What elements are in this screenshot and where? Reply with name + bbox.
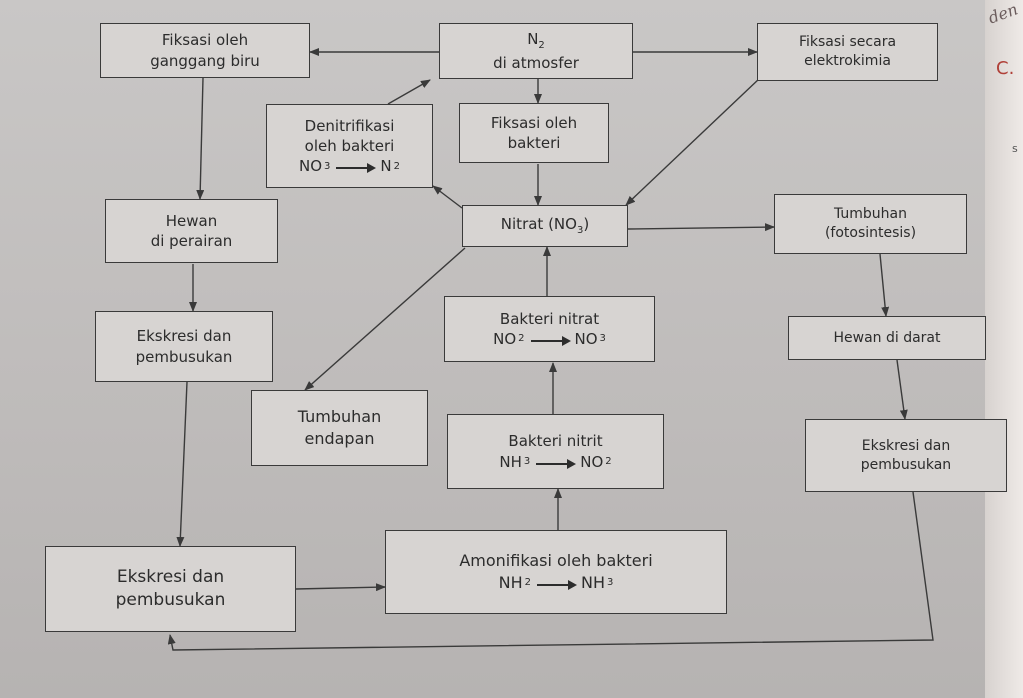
arrow-hewan-darat-to-ekskresi <box>896 359 908 420</box>
arrow-nitrat-to-endapan <box>304 247 466 391</box>
ekskresi-bawah-line2: pembusukan <box>115 590 226 610</box>
bakteri-nitrat-line1: Bakteri nitrat <box>499 309 600 328</box>
arrow-denitrifikasi-to-n2 <box>387 79 431 105</box>
n2-symbol: N <box>527 30 539 49</box>
arrow-ganggang-to-hewan <box>196 77 205 200</box>
reaction-arrow <box>536 458 577 469</box>
elektrokimia-line1: Fiksasi secara <box>798 34 897 51</box>
edge-small-text: s <box>1012 142 1018 155</box>
ganggang-line2: ganggang biru <box>150 51 260 70</box>
ekskresi-bawah-line1: Ekskresi dan <box>116 567 225 588</box>
box-ekskresi-kanan: Ekskresi dan pembusukan <box>805 419 1007 492</box>
denitrifikasi-line1: Denitrifikasi <box>304 116 395 135</box>
ganggang-line1: Fiksasi oleh <box>161 31 249 50</box>
hewan-perairan-line2: di perairan <box>150 232 233 250</box>
arrow-elektrokimia-to-nitrat <box>625 77 761 206</box>
box-ekskresi-kiri: Ekskresi dan pembusukan <box>95 311 273 382</box>
tumbuhan-line1: Tumbuhan <box>833 206 908 223</box>
reaction-arrow <box>537 579 577 590</box>
box-tumbuhan-endapan: Tumbuhan endapan <box>251 390 428 466</box>
hewan-perairan-line1: Hewan <box>165 211 218 230</box>
arrow-ekskresi-to-ekskresi-bawah <box>176 381 188 547</box>
reaction-arrow <box>336 163 377 174</box>
arrow-return-loop <box>167 491 934 651</box>
endapan-line1: Tumbuhan <box>297 407 382 427</box>
fiksasi-bakteri-line1: Fiksasi oleh <box>490 113 578 132</box>
arrow-tumbuhan-to-hewan-darat <box>879 253 890 317</box>
bakteri-nitrit-line1: Bakteri nitrit <box>508 432 603 451</box>
box-n2-atmosfer: N2 di atmosfer <box>439 23 633 79</box>
hewan-darat-label: Hewan di darat <box>833 329 941 346</box>
box-fiksasi-bakteri: Fiksasi oleh bakteri <box>459 103 609 163</box>
tumbuhan-line2: (fotosintesis) <box>824 225 917 241</box>
ekskresi-kiri-line2: pembusukan <box>135 347 233 366</box>
arrow-nitrat-to-tumbuhan <box>627 223 775 232</box>
box-ekskresi-bawah: Ekskresi dan pembusukan <box>45 546 296 632</box>
box-nitrat: Nitrat (NO3) <box>462 205 628 247</box>
n2-label: di atmosfer <box>493 53 579 72</box>
ekskresi-kiri-line1: Ekskresi dan <box>136 327 232 346</box>
next-page-edge <box>985 0 1023 698</box>
fiksasi-bakteri-line2: bakteri <box>507 134 561 152</box>
ekskresi-kanan-line1: Ekskresi dan <box>861 437 951 454</box>
box-tumbuhan-fotosintesis: Tumbuhan (fotosintesis) <box>774 194 967 254</box>
n2-subscript: 2 <box>538 40 545 52</box>
reaction-arrow <box>530 336 571 347</box>
edge-letter: C. <box>996 58 1015 79</box>
endapan-line2: endapan <box>304 429 375 448</box>
amonifikasi-line1: Amonifikasi oleh bakteri <box>459 551 653 571</box>
arrow-nitrat-to-denitrifikasi <box>432 185 463 209</box>
box-hewan-darat: Hewan di darat <box>788 316 986 360</box>
box-fiksasi-elektrokimia: Fiksasi secara elektrokimia <box>757 23 938 81</box>
ekskresi-kanan-line2: pembusukan <box>860 456 952 473</box>
denitrifikasi-line2: oleh bakteri <box>304 136 395 155</box>
arrow-ekskresi-bawah-to-amonifikasi <box>295 583 386 592</box>
elektrokimia-line2: elektrokimia <box>804 53 891 69</box>
box-hewan-perairan: Hewan di perairan <box>105 199 278 263</box>
box-fiksasi-ganggang: Fiksasi oleh ganggang biru <box>100 23 310 78</box>
